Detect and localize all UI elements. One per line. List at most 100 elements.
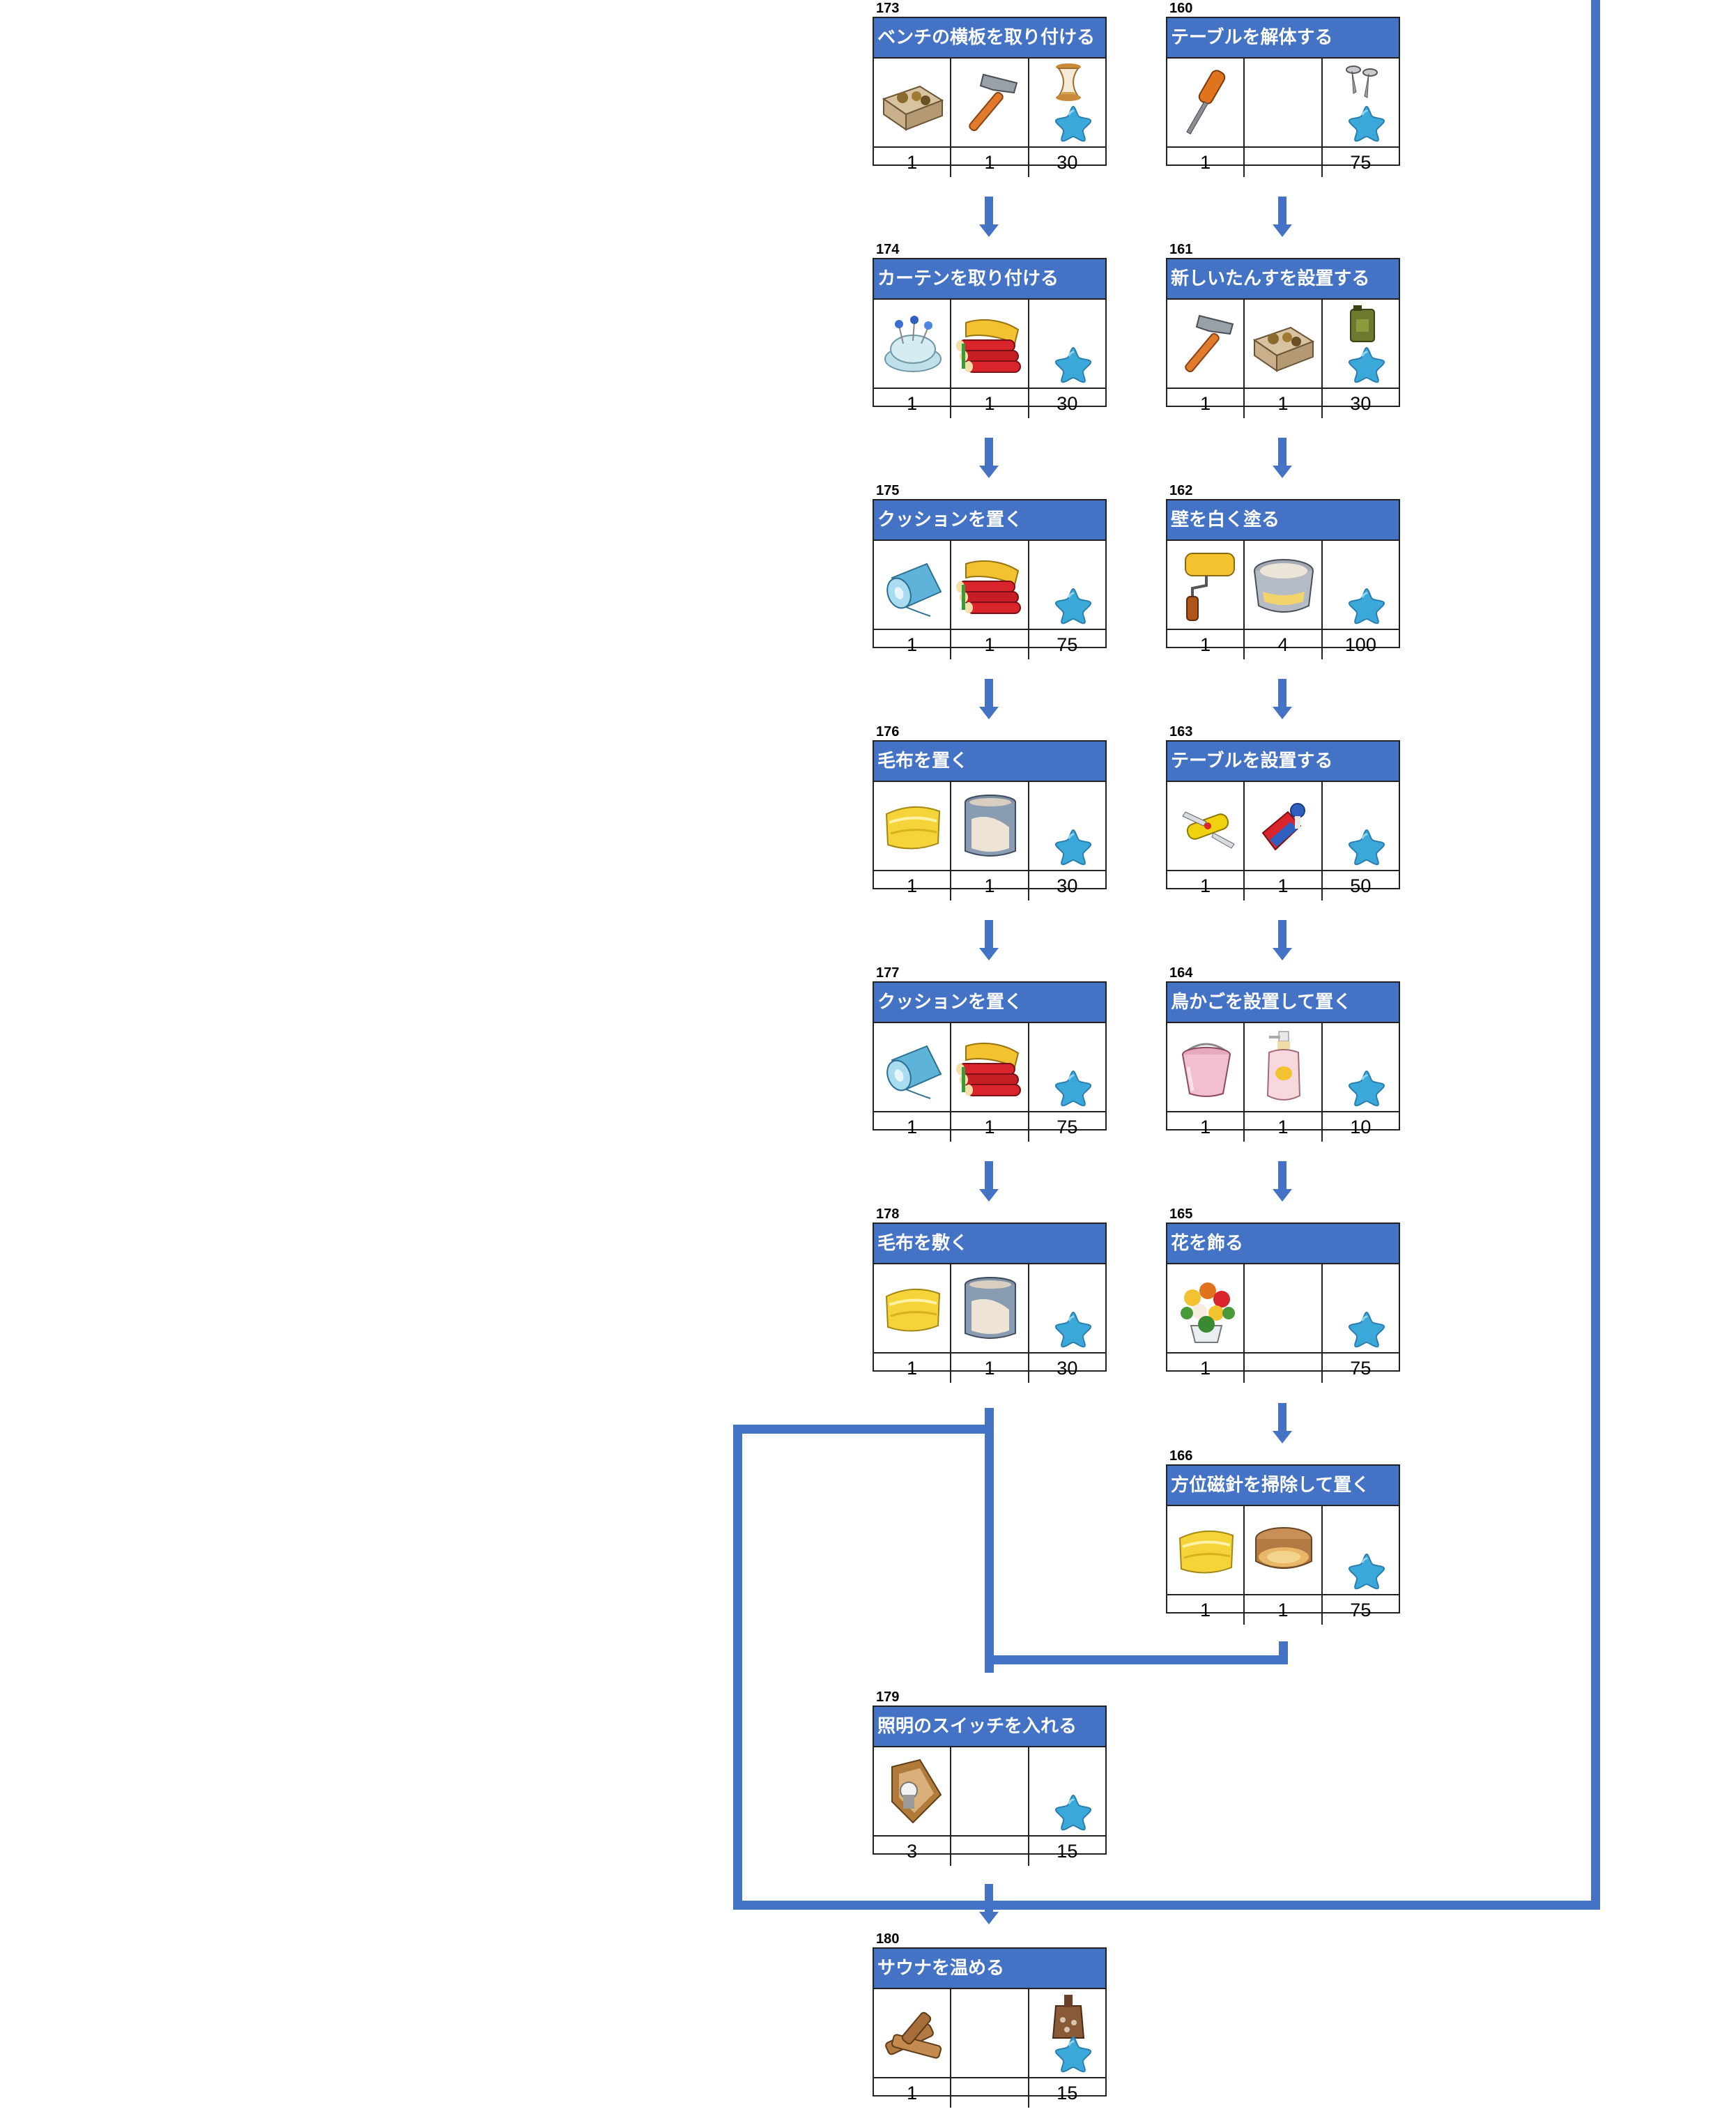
task-title: 毛布を敷く (874, 1224, 1105, 1264)
star-icon (1347, 1069, 1386, 1107)
reward-value: 30 (1057, 1358, 1078, 1379)
paint-can-icon (959, 791, 1022, 864)
icon-cell (1323, 1264, 1399, 1352)
task-title: 方位磁針を掃除して置く (1167, 1466, 1399, 1506)
task-icons-row (874, 1747, 1105, 1837)
task-title: テーブルを設置する (1167, 742, 1399, 782)
task-title: サウナを温める (874, 1949, 1105, 1989)
star-icon (1054, 1310, 1093, 1348)
connector-center-vertical (985, 1408, 994, 1673)
task-icons-row (1167, 59, 1399, 148)
connector-166-down (1279, 1641, 1288, 1664)
task-icons-row (1167, 782, 1399, 871)
task-title: テーブルを解体する (1167, 18, 1399, 59)
icon-cell (874, 1989, 952, 2077)
item-quantity: 1 (951, 871, 1029, 900)
flow-arrow-icon (979, 438, 999, 483)
star-icon (1054, 105, 1093, 142)
item-quantity: 1 (1167, 1354, 1245, 1383)
reward-value: 75 (1350, 1358, 1372, 1379)
task-number: 177 (876, 965, 900, 981)
icon-cell (1029, 541, 1105, 629)
task-number: 163 (1169, 724, 1193, 739)
connector-left-top-horizontal (733, 1425, 993, 1434)
screwdriver-icon (1172, 64, 1241, 144)
item-quantity (951, 1837, 1029, 1866)
icon-cell (1167, 1023, 1245, 1111)
item-quantity (1245, 1354, 1323, 1383)
fabric-rolls-icon (952, 1032, 1029, 1105)
item-quantity: 1 (1245, 389, 1323, 418)
icon-cell (1323, 1023, 1399, 1111)
item-quantity (951, 2078, 1029, 2108)
reward-value: 75 (1350, 1600, 1372, 1620)
item-quantity: 1 (951, 1354, 1029, 1383)
flow-arrow-icon (979, 1161, 999, 1206)
star-icon (1347, 105, 1386, 142)
item-quantity: 4 (1245, 630, 1323, 659)
reward-value: 15 (1057, 2083, 1078, 2103)
fuel-can-icon (1341, 302, 1383, 348)
flow-arrow-icon (979, 679, 999, 724)
connector-bottom-horizontal (733, 1901, 1600, 1910)
icon-cell (1245, 1264, 1323, 1352)
star-icon (1054, 346, 1093, 383)
task-icons-row (874, 541, 1105, 630)
item-quantity: 1 (951, 1112, 1029, 1142)
flow-arrow-icon (1273, 438, 1292, 483)
reward-value: 100 (1344, 634, 1376, 655)
icon-cell (1029, 782, 1105, 870)
flow-arrow-icon (1273, 679, 1292, 724)
star-icon (1054, 828, 1093, 866)
task-number: 162 (1169, 483, 1193, 498)
icon-cell (1167, 1506, 1245, 1594)
stove-icon (1047, 1992, 1089, 2044)
task-title: クッションを置く (874, 983, 1105, 1023)
item-quantity: 1 (951, 630, 1029, 659)
icon-cell (874, 541, 952, 629)
item-quantity: 1 (1167, 389, 1245, 418)
icon-cell (951, 1023, 1029, 1111)
toolbox-icon (878, 71, 948, 137)
flow-arrow-icon (979, 197, 999, 242)
fabric-rolls-icon (952, 550, 1029, 623)
reward-value: 10 (1350, 1117, 1372, 1137)
task-table: サウナを温める 1 15 (873, 1947, 1107, 2108)
item-quantity: 1 (874, 2078, 952, 2108)
paint-can-icon (959, 1273, 1022, 1347)
pincushion-icon (878, 309, 948, 382)
item-quantity: 1 (951, 148, 1029, 177)
task-icons-row (874, 1264, 1105, 1354)
screws-icon (1341, 61, 1383, 107)
icon-cell (874, 1023, 952, 1111)
cloth-icon (1172, 1519, 1241, 1585)
lamp-fixture-icon (878, 1753, 948, 1833)
item-quantity: 1 (874, 630, 952, 659)
icon-cell (1167, 782, 1245, 870)
paint-bucket-icon (1249, 550, 1319, 623)
fabric-rolls-icon (952, 309, 1029, 382)
task-icons-row (1167, 1506, 1399, 1595)
star-icon (1054, 1793, 1093, 1831)
hourglass-icon (1047, 61, 1089, 107)
icon-cell (874, 782, 952, 870)
task-icons-row (874, 59, 1105, 148)
icon-cell (951, 1747, 1029, 1835)
icon-cell (1323, 782, 1399, 870)
reward-value: 30 (1350, 393, 1372, 414)
icon-cell (874, 59, 952, 146)
task-icons-row (874, 1023, 1105, 1112)
